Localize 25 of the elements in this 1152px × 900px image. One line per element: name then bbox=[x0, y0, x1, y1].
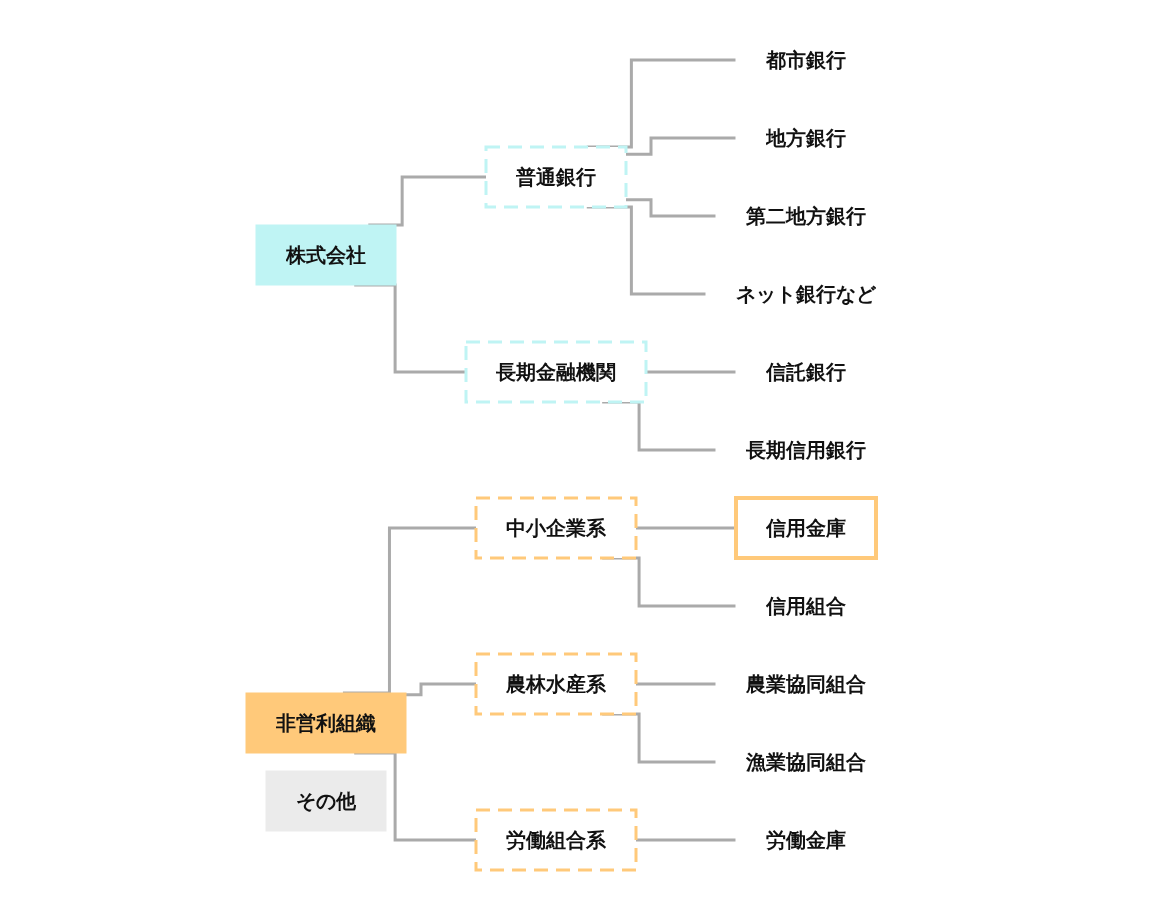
connector bbox=[636, 838, 736, 842]
node-text: 第二地方銀行 bbox=[746, 204, 866, 228]
node-box: 中小企業系 bbox=[474, 496, 638, 560]
node-text: 都市銀行 bbox=[766, 48, 846, 72]
connector bbox=[636, 682, 716, 686]
node-text: 労働金庫 bbox=[766, 828, 846, 852]
node-box: 株式会社 bbox=[255, 224, 397, 286]
node-text: 信託銀行 bbox=[766, 360, 846, 384]
node-box: 労働組合系 bbox=[474, 808, 638, 872]
node-text: 漁業協同組合 bbox=[746, 750, 866, 774]
node-text: 地方銀行 bbox=[766, 126, 846, 150]
node-text: ネット銀行など bbox=[736, 282, 876, 306]
node-box: 信用金庫 bbox=[734, 496, 878, 560]
connector bbox=[636, 526, 736, 530]
connector bbox=[626, 136, 736, 156]
connector bbox=[626, 198, 716, 218]
node-text: 長期信用銀行 bbox=[746, 438, 866, 462]
node-text: 農業協同組合 bbox=[746, 672, 866, 696]
node-box: 非営利組織 bbox=[245, 692, 407, 754]
node-box: 長期金融機関 bbox=[464, 340, 648, 404]
connector bbox=[646, 370, 736, 374]
node-box: 普通銀行 bbox=[484, 145, 628, 209]
node-text: 信用組合 bbox=[766, 594, 846, 618]
connector bbox=[406, 682, 476, 697]
node-box: 農林水産系 bbox=[474, 652, 638, 716]
